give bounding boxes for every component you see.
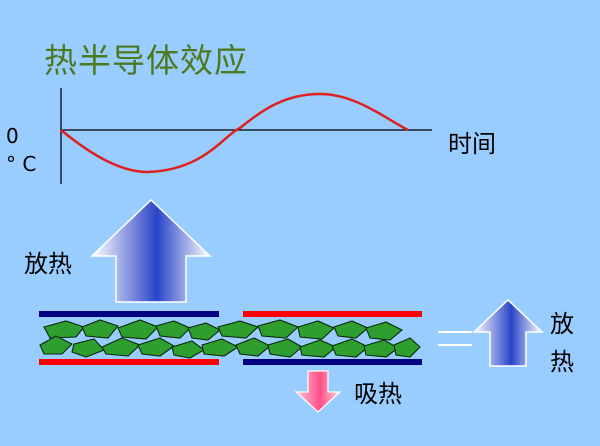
semiconductor-particles — [39, 319, 421, 359]
top-plate-left — [39, 311, 219, 317]
top-plate-right — [243, 311, 422, 317]
page-title: 热半导体效应 — [44, 41, 248, 80]
release-heat-label-left: 放热 — [24, 250, 72, 278]
release-heat-arrow-right — [472, 298, 544, 367]
y-axis-zero-label: 0 — [6, 124, 19, 148]
release-heat-arrow-left — [90, 198, 212, 303]
bottom-plate-right — [243, 359, 422, 365]
absorb-heat-arrow — [294, 370, 342, 413]
y-axis-unit-label: ° C — [6, 152, 37, 176]
absorb-heat-label: 吸热 — [354, 380, 402, 408]
x-axis-time-label: 时间 — [448, 130, 496, 158]
release-heat-label-right-2: 热 — [550, 348, 574, 376]
temperature-curve — [60, 92, 409, 174]
release-heat-label-right-1: 放 — [550, 310, 574, 338]
bottom-plate-left — [39, 359, 219, 365]
